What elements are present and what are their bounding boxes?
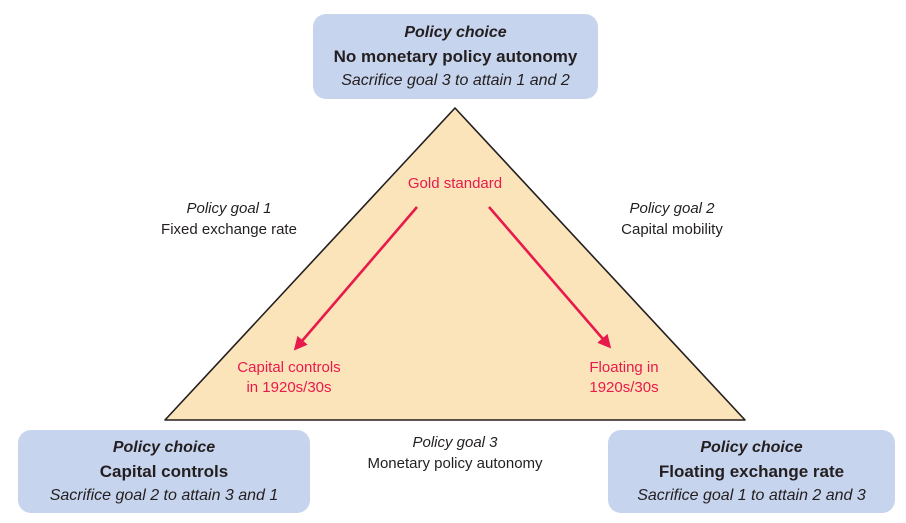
policy-goal-3-desc: Monetary policy autonomy <box>367 455 543 472</box>
arrow-to-capital-controls <box>293 206 418 351</box>
floating-outcome-line1: Floating in <box>589 359 659 376</box>
bottom-right-box-sacrifice: Sacrifice goal 1 to attain 2 and 3 <box>637 486 866 504</box>
bottom-right-policy-choice-box: Policy choice Floating exchange rate Sac… <box>608 430 895 513</box>
bottom-left-policy-choice-box: Policy choice Capital controls Sacrifice… <box>18 430 310 513</box>
top-box-choice: No monetary policy autonomy <box>333 46 578 66</box>
policy-goal-1-desc: Fixed exchange rate <box>161 221 297 238</box>
arrow-to-floating <box>488 206 612 349</box>
policy-goal-2-desc: Capital mobility <box>621 221 723 238</box>
bottom-left-box-sacrifice: Sacrifice goal 2 to attain 3 and 1 <box>49 486 279 504</box>
capital-controls-outcome-line2: in 1920s/30s <box>246 379 332 396</box>
capital-controls-outcome-label: Capital controls in 1920s/30s <box>209 358 369 398</box>
floating-outcome-line2: 1920s/30s <box>589 379 659 396</box>
bottom-right-box-choice: Floating exchange rate <box>658 461 845 481</box>
policy-goal-1-title: Policy goal 1 <box>186 200 272 217</box>
bottom-left-box-choice: Capital controls <box>99 461 229 481</box>
top-policy-choice-box: Policy choice No monetary policy autonom… <box>313 14 598 99</box>
floating-outcome-label: Floating in 1920s/30s <box>544 358 704 398</box>
policy-goal-2-label: Policy goal 2 Capital mobility <box>582 198 762 240</box>
bottom-left-box-title: Policy choice <box>112 438 216 456</box>
policy-goal-3-label: Policy goal 3 Monetary policy autonomy <box>345 432 565 474</box>
gold-standard-label: Gold standard <box>407 175 503 192</box>
top-box-sacrifice: Sacrifice goal 3 to attain 1 and 2 <box>341 71 570 89</box>
bottom-right-box-title: Policy choice <box>700 438 803 456</box>
policy-goal-1-label: Policy goal 1 Fixed exchange rate <box>139 198 319 240</box>
top-box-title: Policy choice <box>404 23 507 41</box>
capital-controls-outcome-line1: Capital controls <box>237 359 341 376</box>
policy-goal-3-title: Policy goal 3 <box>412 434 498 451</box>
policy-goal-2-title: Policy goal 2 <box>629 200 715 217</box>
